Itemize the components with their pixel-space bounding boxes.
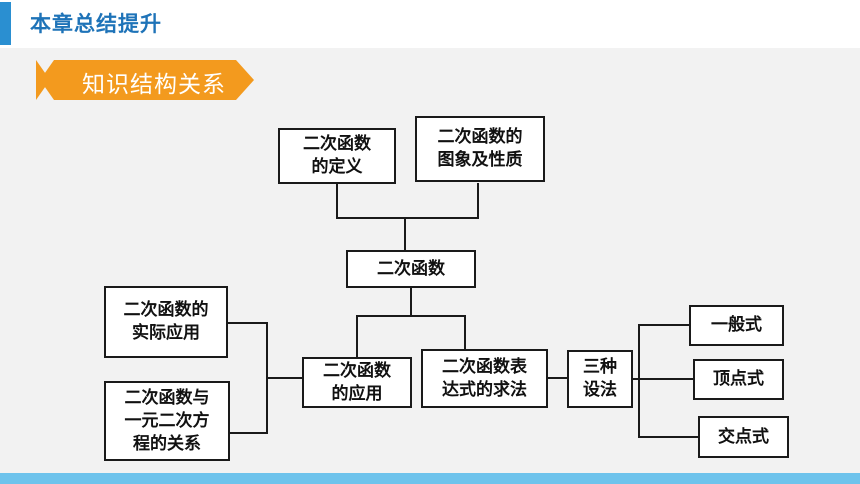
node-definition: 二次函数 的定义 — [278, 128, 396, 184]
node-practical-application: 二次函数的 实际应用 — [104, 286, 228, 358]
page-title: 本章总结提升 — [30, 12, 162, 36]
node-graph-properties: 二次函数的 图象及性质 — [415, 116, 545, 182]
node-general-form: 一般式 — [689, 305, 784, 346]
node-application: 二次函数 的应用 — [302, 357, 412, 408]
node-three-methods: 三种 设法 — [567, 350, 633, 408]
accent-bar — [0, 2, 11, 45]
bottom-bar — [0, 473, 860, 484]
node-vertex-form: 顶点式 — [693, 359, 784, 400]
section-label: 知识结构关系 — [82, 72, 226, 98]
node-equation-relation: 二次函数与 一元二次方 程的关系 — [104, 381, 230, 461]
node-center: 二次函数 — [346, 250, 476, 288]
node-expression-methods: 二次函数表 达式的求法 — [421, 349, 548, 408]
section-banner — [36, 60, 254, 100]
node-intercept-form: 交点式 — [698, 416, 789, 458]
